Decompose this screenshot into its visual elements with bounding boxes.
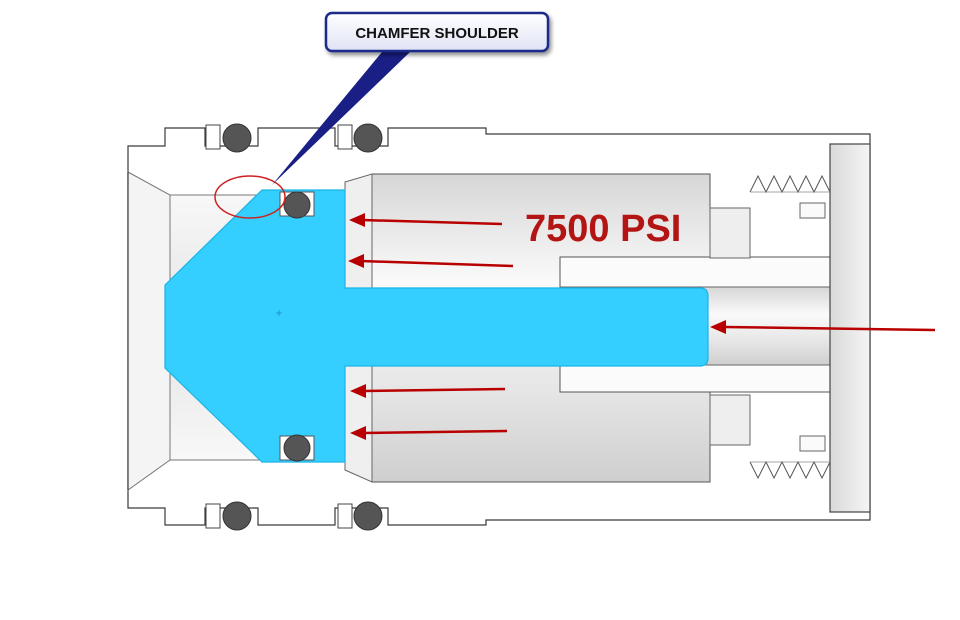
callout-box [324,11,550,53]
piston [164,189,709,463]
chamfer-highlight-circle [214,175,286,219]
o-ring-seal [353,501,383,531]
pressure-arrow [349,213,503,227]
callout-label: CHAMFER SHOULDER [355,25,518,42]
o-ring-seal [283,191,311,219]
o-ring-seal [353,123,383,153]
pressure-arrow [710,320,936,334]
pressure-arrow [350,426,508,440]
callout-pointer [272,52,410,185]
inlet-funnel [127,171,171,491]
pressure-arrow [348,254,514,268]
pressure-label: 7500 PSI [525,208,681,250]
o-ring-seal [222,123,252,153]
o-ring-seal [283,434,311,462]
pressure-arrow [350,384,506,398]
pressure-arrows [348,213,936,440]
thread-bottom [749,460,831,480]
outer-seals [205,123,383,531]
o-ring-seal [222,501,252,531]
thread-top [749,174,831,194]
piston-seals [279,191,315,462]
